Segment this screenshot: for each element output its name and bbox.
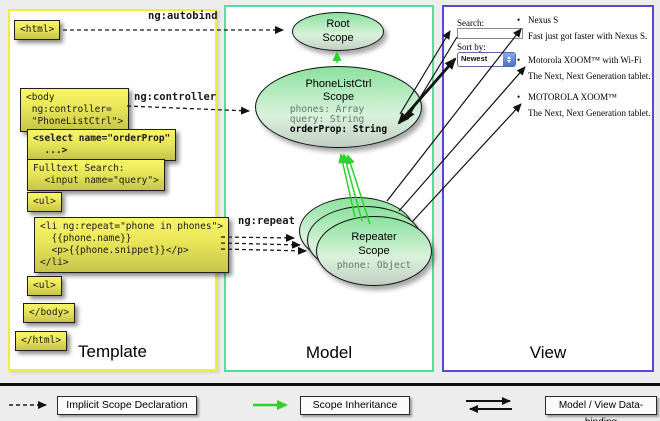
prop-orderprop: orderProp: String <box>289 124 388 136</box>
code-box-html-close: </html> <box>15 331 68 351</box>
bullet-icon: • <box>517 55 521 65</box>
phone-item-name: Nexus S <box>528 15 559 25</box>
code-box-fulltext-search: Fulltext Search: <input name="query"> <box>27 159 165 191</box>
phonelistctrl-scope-title: PhoneListCtrl Scope <box>305 78 372 104</box>
code-box-select: <select name="orderProp" ...> <box>27 129 177 161</box>
code-box-ul-open: <ul> <box>27 192 62 212</box>
prop-phones: phones: Array <box>289 103 365 115</box>
bullet-icon: • <box>517 92 521 102</box>
repeater-scope-title: Repeater Scope <box>351 231 397 257</box>
dashed-arrow-icon <box>9 401 47 409</box>
green-arrow-icon <box>253 400 288 410</box>
model-panel-title: Model <box>305 343 353 362</box>
sort-dropdown-value: Newest <box>461 54 488 63</box>
dropdown-stepper-icon <box>503 53 515 66</box>
root-scope-title: Root Scope <box>322 18 354 44</box>
ng-autobind-label: ng:autobind <box>148 10 218 22</box>
legend-scope-inheritance: Scope Inheritance <box>300 396 410 415</box>
phone-item-desc: The Next, Next Generation tablet. <box>528 71 651 81</box>
code-box-body-close: </body> <box>23 303 76 323</box>
search-input[interactable] <box>457 28 523 39</box>
sort-by-label: Sort by: <box>457 42 486 52</box>
sort-dropdown[interactable]: Newest <box>457 52 516 67</box>
code-box-html-open: <html> <box>14 20 61 40</box>
phone-item-name: Motorola XOOM™ with Wi-Fi <box>528 55 642 65</box>
prop-query: query: String <box>289 113 365 125</box>
code-box-ul-close: <ul> <box>27 276 62 296</box>
code-box-li-repeat: <li ng:repeat="phone in phones"> {{phone… <box>34 217 230 273</box>
bullet-icon: • <box>517 15 521 25</box>
phonelistctrl-scope-props: phones: Array query: String orderProp: S… <box>289 103 388 136</box>
legend-data-binding: Model / View Data-binding <box>545 396 657 421</box>
phone-item-desc: Fast just got faster with Nexus S. <box>528 31 648 41</box>
view-panel: Search: Sort by: Newest • Nexus S Fast j… <box>442 5 654 372</box>
phone-item-desc: The Next, Next Generation tablet. <box>528 108 651 118</box>
legend-implicit-scope: Implicit Scope Declaration <box>57 396 197 415</box>
search-label: Search: <box>457 18 484 28</box>
legend-separator <box>0 383 660 386</box>
template-panel-title: Template <box>78 342 147 361</box>
model-panel: Model <box>224 5 434 372</box>
root-scope-ellipse: Root Scope <box>292 12 384 51</box>
ng-controller-label: ng:controller <box>134 91 217 103</box>
code-box-body-open: <body ng:controller= "PhoneListCtrl"> <box>20 88 130 132</box>
ng-repeat-label: ng:repeat <box>238 215 295 227</box>
double-arrow-icon <box>466 397 512 413</box>
prop-phone: phone: Object <box>336 259 412 271</box>
repeater-scope-ellipse-front: Repeater Scope phone: Object <box>316 216 432 286</box>
phone-item-name: MOTOROLA XOOM™ <box>528 92 617 102</box>
phonelistctrl-scope-ellipse: PhoneListCtrl Scope phones: Array query:… <box>255 66 422 148</box>
view-panel-title: View <box>529 343 567 362</box>
